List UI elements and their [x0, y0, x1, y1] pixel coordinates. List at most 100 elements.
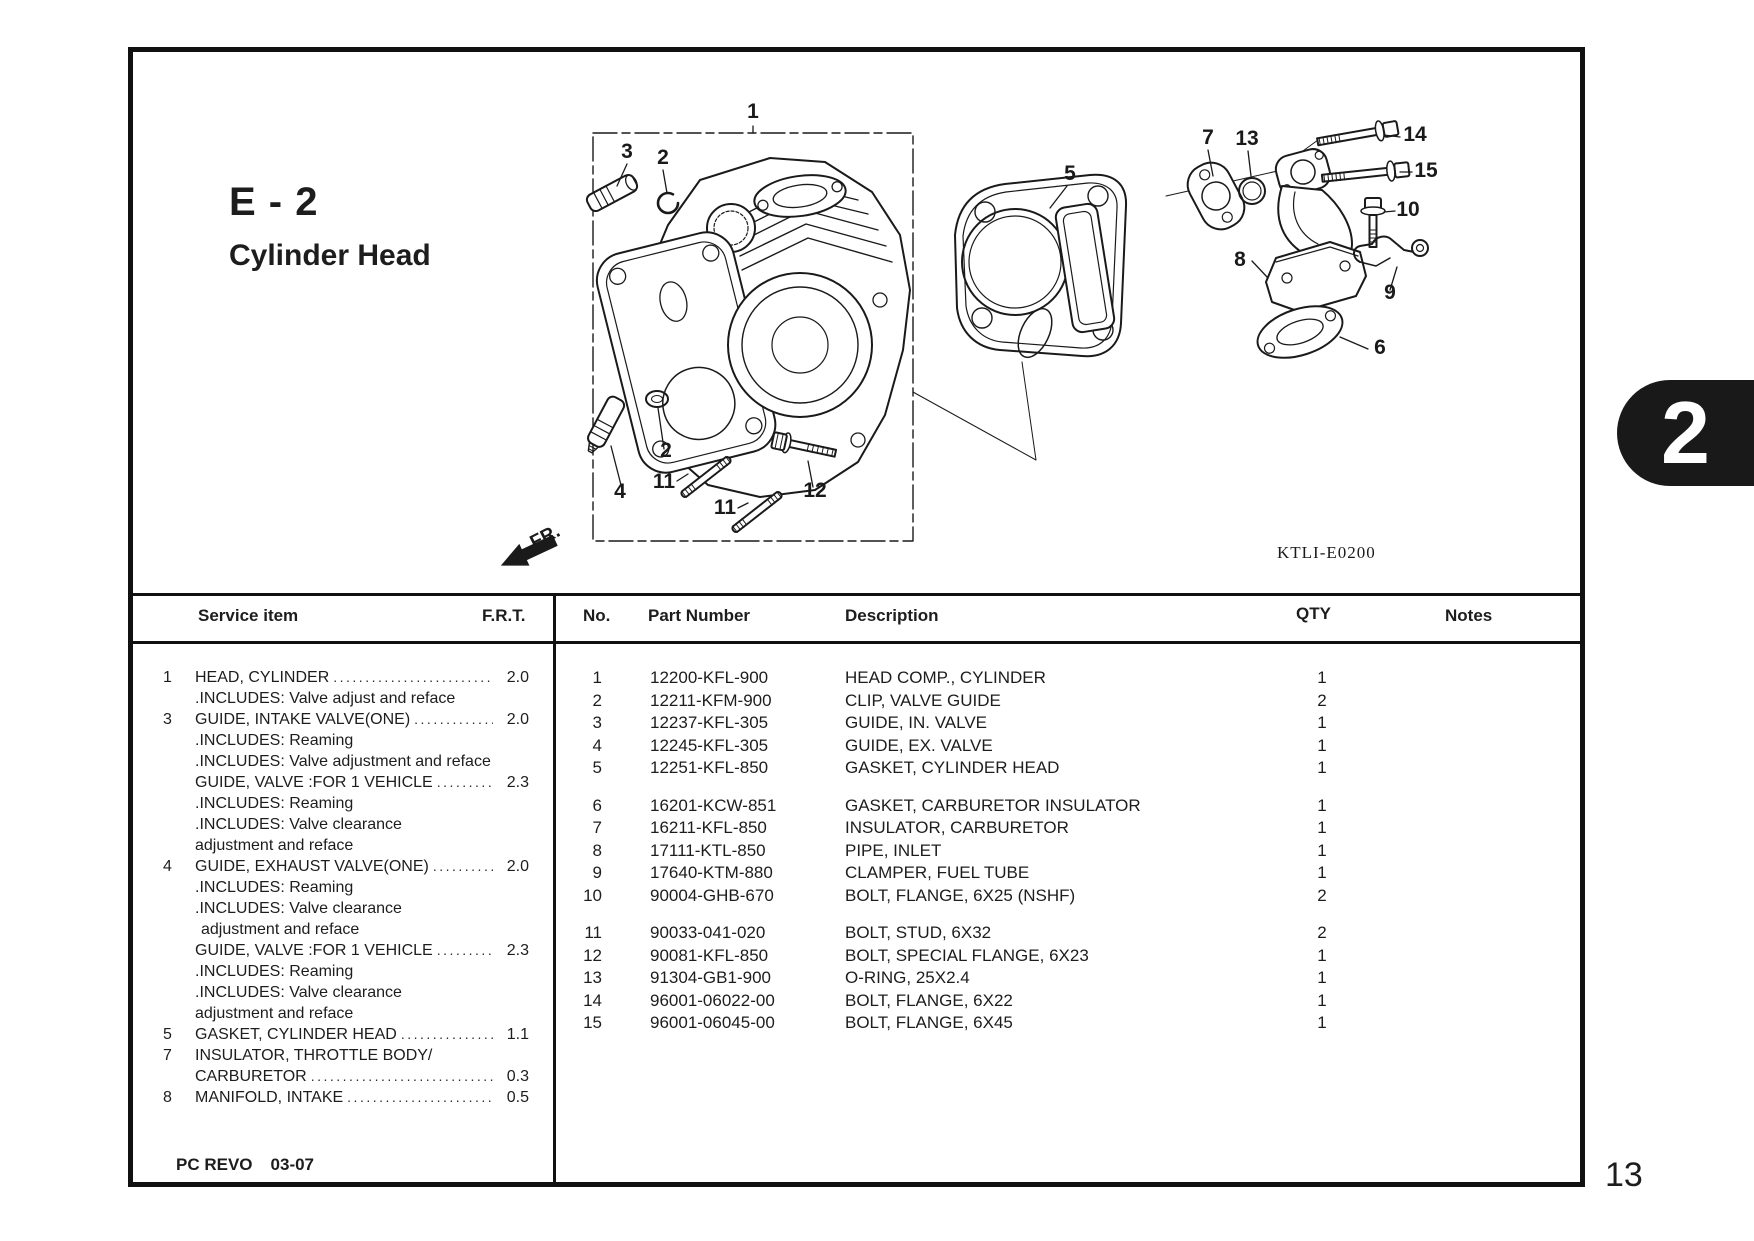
callout-15: 15	[1414, 159, 1438, 182]
part-no: 3	[592, 713, 602, 732]
service-item-text: .INCLUDES: Valve clearance	[195, 984, 402, 1001]
callout-10: 10	[1396, 198, 1419, 221]
callout-leaders	[610, 125, 1413, 509]
part-description: BOLT, FLANGE, 6X22	[845, 990, 1013, 1010]
part-number: 90033-041-020	[650, 923, 766, 942]
table-top-rule	[133, 593, 1580, 596]
service-row: .INCLUDES: Valve clearance	[163, 814, 529, 835]
dot-leader	[410, 709, 493, 730]
part-qty: 1	[1317, 968, 1327, 987]
service-row: .INCLUDES: Reaming	[163, 961, 529, 982]
service-item-number: 4	[163, 858, 172, 875]
part-number: 96001-06022-00	[650, 990, 775, 1010]
service-item-text: adjustment and reface	[195, 1005, 354, 1022]
service-item-text: adjustment and reface	[201, 921, 360, 938]
part-number: 16201-KCW-851	[650, 795, 777, 815]
part-qty: 1	[1317, 945, 1327, 965]
dot-leader	[329, 667, 493, 688]
service-item-text: .INCLUDES: Reaming	[195, 795, 354, 812]
chapter-number: 2	[1661, 383, 1710, 482]
callout-4: 4	[614, 480, 626, 503]
page-title: Cylinder Head	[229, 239, 431, 272]
part-no: 14	[583, 990, 602, 1010]
service-item-text: INSULATOR, THROTTLE BODY/	[195, 1047, 433, 1064]
service-row: adjustment and reface	[163, 1003, 529, 1024]
dot-leader	[433, 940, 493, 961]
fuel-tube-clamper-9	[1353, 235, 1429, 267]
fr-direction-arrow: FR.	[500, 521, 564, 566]
frt-value: 2.3	[506, 942, 529, 959]
dot-leader	[433, 772, 493, 793]
frt-value: 2.0	[506, 669, 529, 686]
part-no: 7	[592, 818, 602, 837]
col-description: Description	[845, 606, 939, 625]
part-number: 17640-KTM-880	[650, 863, 773, 882]
part-description: O-RING, 25X2.4	[845, 968, 970, 987]
dot-leader	[343, 1087, 493, 1108]
table-row: 14 96001-06022-00 BOLT, FLANGE, 6X22 1	[558, 990, 1458, 1013]
part-no: 11	[584, 923, 602, 942]
valve-guide-4	[587, 395, 626, 454]
service-item-text: HEAD, CYLINDER	[195, 669, 330, 686]
exploded-diagram: FR. 1 3 2 5 7 13 14	[500, 100, 1438, 566]
part-qty: 1	[1317, 713, 1327, 732]
part-qty: 2	[1317, 690, 1327, 710]
callout-14: 14	[1403, 123, 1427, 146]
frt-value: 2.0	[506, 711, 529, 728]
catalog-name: PC REVO	[176, 1155, 253, 1174]
part-description: GUIDE, EX. VALVE	[845, 735, 993, 755]
callout-5: 5	[1064, 162, 1076, 185]
service-item-text: .INCLUDES: Valve clearance	[195, 816, 402, 833]
service-item-text: .INCLUDES: Reaming	[195, 879, 354, 896]
diagram-code: KTLI-E0200	[1277, 543, 1376, 562]
col-qty: QTY	[1296, 604, 1331, 623]
col-part-number: Part Number	[648, 606, 751, 625]
service-row: .INCLUDES: Reaming	[163, 730, 529, 751]
callout-9: 9	[1384, 281, 1396, 304]
service-item-text: .INCLUDES: Reaming	[195, 732, 354, 749]
part-description: GASKET, CYLINDER HEAD	[845, 758, 1060, 777]
col-service-item: Service item	[198, 606, 299, 625]
frt-value: 2.3	[506, 774, 529, 791]
service-item-text: .INCLUDES: Valve adjustment and reface	[195, 753, 491, 770]
part-no: 4	[592, 735, 602, 755]
table-row: 11 90033-041-020 BOLT, STUD, 6X32 2	[558, 922, 1458, 945]
callout-13: 13	[1235, 127, 1258, 150]
stud-bolt-11a	[680, 455, 732, 499]
part-no: 9	[592, 863, 602, 882]
col-notes: Notes	[1445, 606, 1493, 625]
col-no: No.	[583, 606, 611, 625]
part-qty: 1	[1317, 840, 1327, 860]
part-description: BOLT, STUD, 6X32	[845, 923, 992, 942]
service-row: .INCLUDES: Valve adjustment and reface	[163, 751, 529, 772]
part-qty: 1	[1317, 990, 1327, 1010]
service-item-number: 1	[163, 669, 172, 686]
service-row: CARBURETOR0.3	[163, 1066, 529, 1087]
part-qty: 1	[1317, 735, 1327, 755]
insulator-assembly-drawing	[1186, 120, 1429, 359]
special-bolt-12	[770, 431, 838, 458]
table-divider	[553, 593, 556, 1182]
service-item-text: .INCLUDES: Reaming	[195, 963, 354, 980]
service-item-text: .INCLUDES: Valve clearance	[195, 900, 402, 917]
part-number: 90081-KFL-850	[650, 945, 769, 965]
part-qty: 2	[1317, 923, 1327, 942]
part-description: BOLT, FLANGE, 6X25 (NSHF)	[845, 885, 1076, 905]
service-item-text: GUIDE, VALVE :FOR 1 VEHICLE	[195, 774, 433, 791]
service-item-number: 3	[163, 711, 172, 728]
service-row: .INCLUDES: Valve clearance	[163, 982, 529, 1003]
part-number: 12237-KFL-305	[650, 713, 769, 732]
service-row: 1 HEAD, CYLINDER 2.0	[163, 667, 529, 688]
